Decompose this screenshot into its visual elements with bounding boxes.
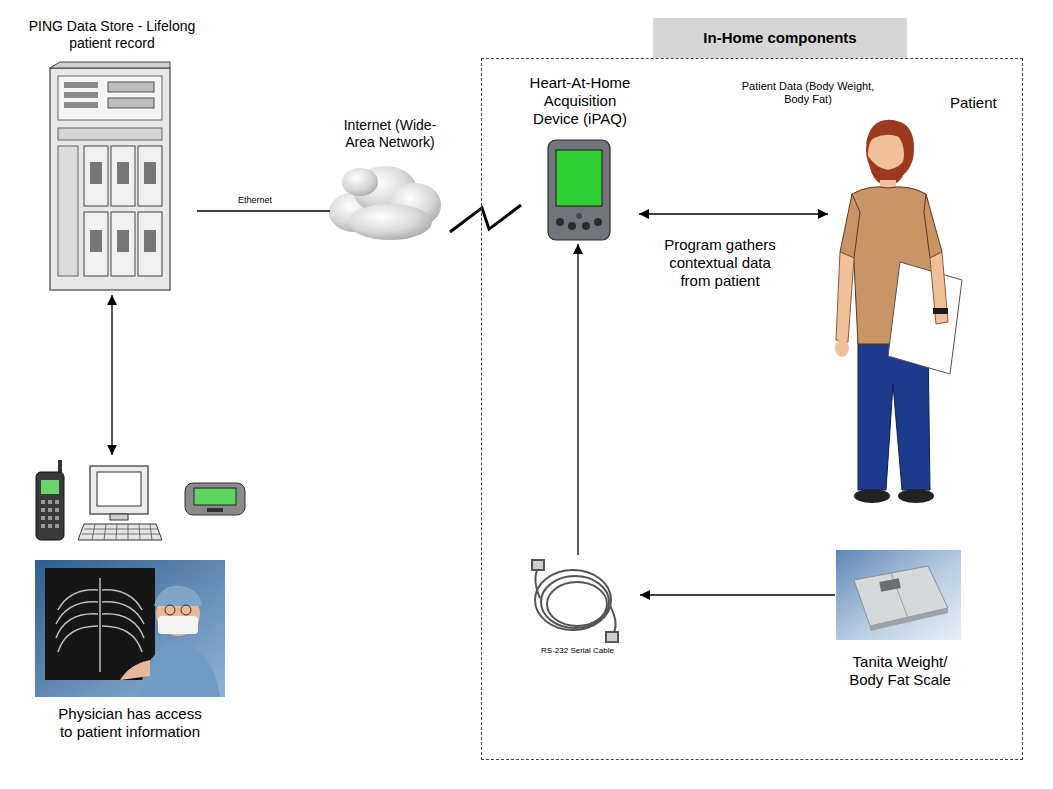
node-label: Heart-At-Home Acquisition Device (iPAQ) [521, 74, 639, 128]
connector-line [639, 213, 828, 214]
physician-photo [35, 560, 225, 697]
computer-icon [78, 466, 162, 540]
edge-label: Program gathers contextual data from pat… [660, 236, 780, 290]
ipaq-device [548, 140, 610, 240]
edge-label: Ethernet [225, 195, 285, 206]
phone-icon [36, 460, 64, 540]
patient-figure [835, 120, 962, 503]
node-label: Tanita Weight/ Body Fat Scale [835, 653, 965, 689]
cloud-node: Internet (Wide-Area Network) [330, 115, 450, 245]
connector-line [111, 295, 112, 455]
cable-node: RS-232 Serial Cable [515, 555, 640, 660]
connector-line [197, 210, 330, 211]
node-label: Patient [950, 94, 1016, 112]
note-label: Patient Data (Body Weight, Body Fat) [728, 80, 888, 106]
scale-picture [836, 550, 961, 640]
scale-node: Tanita Weight/ Body Fat Scale [835, 548, 965, 698]
region-box: In-Home componentsHeart-At-Home Acquisit… [481, 18, 1023, 760]
node-label: In-Home components [653, 29, 907, 47]
connector-line [577, 244, 578, 555]
node-label: RS-232 Serial Cable [515, 646, 640, 656]
device-node: Heart-At-Home Acquisition Device (iPAQ) [521, 72, 639, 244]
physician-node: Physician has access to patient informat… [25, 455, 255, 755]
server-node: PING Data Store - Lifelong patient recor… [27, 15, 197, 295]
lightning-link [450, 205, 521, 232]
node-label: Physician has access to patient informat… [54, 705, 206, 741]
internet-cloud [329, 166, 441, 240]
pager-icon [185, 483, 245, 515]
node-label: Internet (Wide-Area Network) [335, 117, 445, 151]
cable-picture [532, 560, 618, 642]
connector-line [640, 594, 835, 595]
node-label: PING Data Store - Lifelong patient recor… [27, 18, 197, 52]
server-tower [50, 62, 170, 290]
patient-node: Patient [828, 92, 1018, 507]
